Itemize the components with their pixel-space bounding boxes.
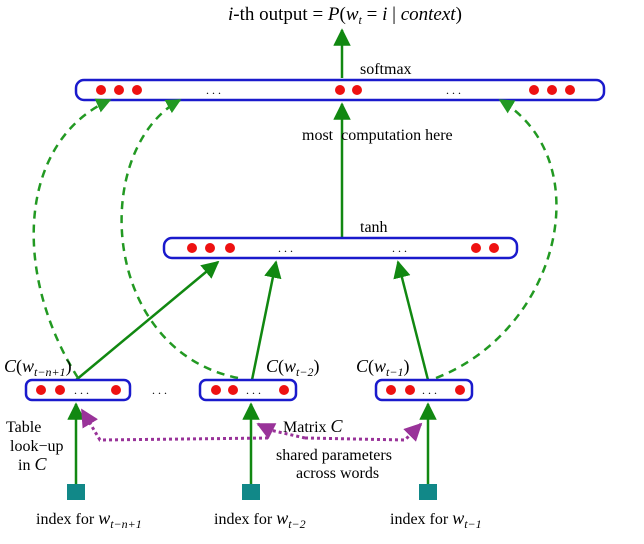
tanh-unit xyxy=(471,243,481,253)
shared-params-link-right xyxy=(304,422,423,442)
tanh-unit xyxy=(489,243,499,253)
index-label-right: index for wt−1 xyxy=(390,508,482,531)
direct-connection-mid xyxy=(120,98,239,380)
index-label-left: index for wt−n+1 xyxy=(36,508,142,531)
embedding-box-left xyxy=(24,378,132,402)
table-lookup-line2: look−up xyxy=(10,438,63,455)
embedding-box-mid xyxy=(198,378,298,402)
embedding-unit xyxy=(36,385,46,395)
shared-params-line2: across words xyxy=(296,465,379,482)
between-embeddings-ellipsis: . . . xyxy=(152,383,167,397)
direct-connection-left-outer xyxy=(32,98,112,379)
embedding-unit xyxy=(386,385,396,395)
index-square-mid xyxy=(242,484,260,500)
softmax-unit xyxy=(529,85,539,95)
emb-right-to-tanh-arrow xyxy=(393,260,430,381)
softmax-unit xyxy=(96,85,106,95)
softmax-unit xyxy=(114,85,124,95)
index-square-left xyxy=(67,484,85,500)
embedding-ellipsis-right: . . . xyxy=(422,383,437,397)
softmax-unit xyxy=(352,85,362,95)
softmax-unit xyxy=(335,85,345,95)
embedding-unit xyxy=(228,385,238,395)
tanh-unit xyxy=(187,243,197,253)
tanh-layer xyxy=(162,236,519,260)
tanh-ellipsis-left: . . . xyxy=(278,241,293,255)
index-label-mid: index for wt−2 xyxy=(214,508,306,531)
embedding-units-left xyxy=(36,385,121,395)
output-title: i-th output = P(wt = i | context) xyxy=(228,4,462,27)
embedding-units-right xyxy=(386,385,465,395)
softmax-ellipsis-left: . . . xyxy=(206,83,221,97)
embedding-unit xyxy=(279,385,289,395)
embedding-unit xyxy=(211,385,221,395)
matrix-c-label: Matrix C xyxy=(283,416,344,436)
embedding-box-right xyxy=(374,378,474,402)
tanh-ellipsis-right: . . . xyxy=(392,241,407,255)
computation-note: most computation here xyxy=(302,127,453,144)
softmax-unit xyxy=(547,85,557,95)
tanh-unit xyxy=(205,243,215,253)
emb-left-to-tanh-arrow xyxy=(75,260,220,381)
embedding-label-left: C(wt−n+1) xyxy=(4,356,72,379)
embedding-ellipsis-mid: . . . xyxy=(246,383,261,397)
tanh-unit xyxy=(225,243,235,253)
shared-params-line1: shared parameters xyxy=(276,447,392,464)
embedding-unit xyxy=(111,385,121,395)
softmax-label: softmax xyxy=(360,61,412,78)
embedding-label-mid: C(wt−2) xyxy=(266,356,319,379)
softmax-unit xyxy=(565,85,575,95)
embedding-label-right: C(wt−1) xyxy=(356,356,409,379)
embedding-unit xyxy=(455,385,465,395)
tanh-label: tanh xyxy=(360,219,388,236)
embedding-unit xyxy=(405,385,415,395)
index-square-right xyxy=(419,484,437,500)
direct-connection-right xyxy=(435,98,558,380)
shared-params-link-left xyxy=(80,408,269,442)
softmax-unit xyxy=(132,85,142,95)
embedding-units-mid xyxy=(211,385,289,395)
tanh-units xyxy=(187,243,499,253)
softmax-units xyxy=(96,85,575,95)
embedding-unit xyxy=(55,385,65,395)
emb-mid-to-tanh-arrow xyxy=(250,260,282,381)
softmax-ellipsis-right: . . . xyxy=(446,83,461,97)
shared-params-link-mid xyxy=(256,422,306,440)
embedding-ellipsis-left: . . . xyxy=(74,383,89,397)
table-lookup-line1: Table xyxy=(6,419,41,436)
table-lookup-line3: in C xyxy=(18,454,47,474)
